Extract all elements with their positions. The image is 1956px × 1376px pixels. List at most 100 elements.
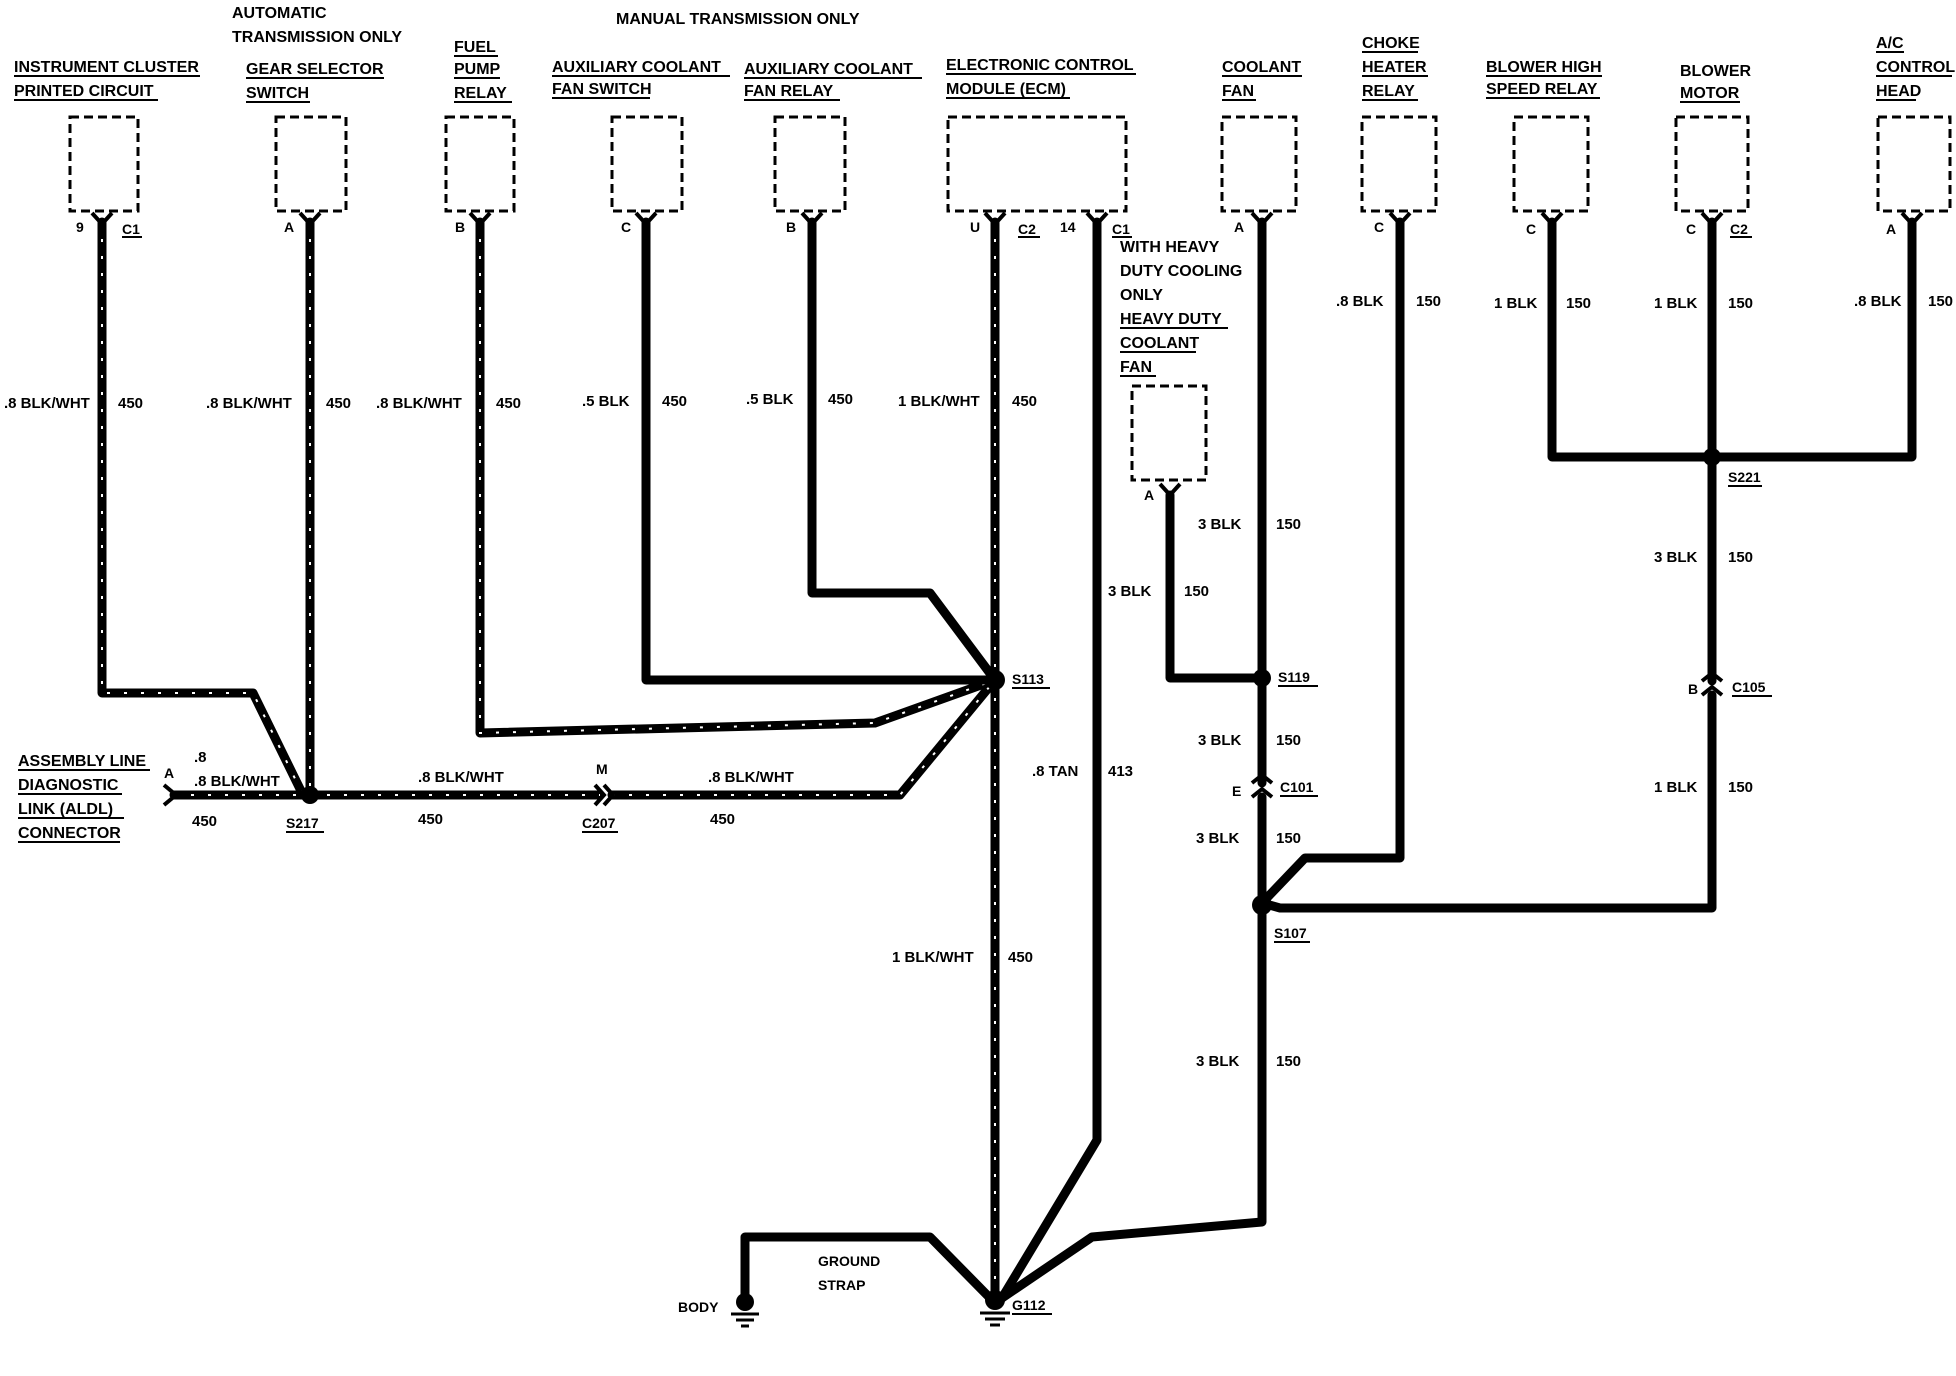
pin-aux-fan-relay: B xyxy=(786,219,796,235)
connector-label-c207: C207 xyxy=(582,815,616,831)
title-coolant-fan-1: COOLANT xyxy=(1222,59,1301,76)
title-aldl-3: LINK (ALDL) xyxy=(18,801,113,818)
wire-ground-strap xyxy=(740,1232,995,1305)
wire-size-s113-g112: 1 BLK/WHT xyxy=(892,949,974,966)
note-automatic-2: TRANSMISSION ONLY xyxy=(232,29,402,46)
terminal-fuel-pump-relay xyxy=(468,211,492,227)
title-choke-relay-3: RELAY xyxy=(1362,83,1415,100)
wire-size-s107-g112: 3 BLK xyxy=(1196,1053,1240,1070)
pin-choke-relay: C xyxy=(1374,219,1384,235)
pin-gear-selector: A xyxy=(284,219,294,235)
ground-g112-icon xyxy=(980,1290,1010,1327)
component-titles: INSTRUMENT CLUSTER PRINTED CIRCUIT GEAR … xyxy=(14,35,1955,843)
ground-label-g112: G112 xyxy=(1012,1297,1046,1313)
wire-aux-fan-switch xyxy=(641,217,1000,685)
title-hd-coolant-fan-2: COOLANT xyxy=(1120,335,1199,352)
title-fuel-pump-relay-3: RELAY xyxy=(454,85,507,102)
title-ecm-2: MODULE (ECM) xyxy=(946,81,1066,98)
terminal-coolant-fan xyxy=(1250,211,1274,227)
wire-instrument-cluster xyxy=(97,217,308,800)
terminals xyxy=(90,211,1924,807)
title-hd-coolant-fan-3: FAN xyxy=(1120,359,1152,376)
box-blower-high-speed-relay xyxy=(1512,115,1590,213)
splice-dot-s107 xyxy=(1252,895,1272,915)
wire-circuit-s113-g112: 450 xyxy=(1008,949,1033,966)
pin-blower-relay: C xyxy=(1526,221,1536,237)
ground-labels: G112 BODY GROUND STRAP xyxy=(678,1253,1052,1315)
connector-ecm-c1: C1 xyxy=(1112,221,1130,237)
wire-circuit-aux-fan-relay: 450 xyxy=(828,391,853,408)
wire-size-blower-motor: 1 BLK xyxy=(1654,295,1698,312)
connector-label-c105: C105 xyxy=(1732,679,1766,695)
wire-aux-fan-relay xyxy=(807,217,1000,685)
title-ac-head-3: HEAD xyxy=(1876,83,1921,100)
ground-label-strap-1: GROUND xyxy=(818,1253,880,1269)
connector-label-c101-pin: E xyxy=(1232,783,1241,799)
notes: AUTOMATIC TRANSMISSION ONLY MANUAL TRANS… xyxy=(232,5,1242,304)
terminal-instrument-cluster xyxy=(90,211,114,227)
splice-dot-s113 xyxy=(985,670,1005,690)
wire-circuit-blower-relay: 150 xyxy=(1566,295,1591,312)
splice-label-s221: S221 xyxy=(1728,469,1761,485)
terminal-ecm-c1 xyxy=(1085,211,1109,227)
wire-circuit-hd-coolant-fan: 150 xyxy=(1184,583,1209,600)
wire-circuit-aux-fan-switch: 450 xyxy=(662,393,687,410)
splice-dots xyxy=(301,448,1721,915)
pin-ecm-c2: U xyxy=(970,219,980,235)
wire-labels: .8 BLK/WHT 450 .8 BLK/WHT 450 .8 BLK/WHT… xyxy=(4,293,1953,1070)
wire-circuit-instrument-cluster: 450 xyxy=(118,395,143,412)
connector-blower-motor: C2 xyxy=(1730,221,1748,237)
pin-fuel-pump-relay: B xyxy=(455,219,465,235)
title-choke-relay-1: CHOKE xyxy=(1362,35,1420,52)
terminal-aux-fan-relay xyxy=(800,211,824,227)
wires xyxy=(97,217,1917,1305)
title-ac-head-1: A/C xyxy=(1876,35,1904,52)
ground-body-icon xyxy=(731,1293,759,1328)
terminal-aux-fan-switch xyxy=(634,211,658,227)
wire-hd-coolant-fan xyxy=(1165,490,1267,683)
ground-label-body: BODY xyxy=(678,1299,719,1315)
connector-c207-symbol xyxy=(593,783,616,807)
wire-size-s221-c105: 3 BLK xyxy=(1654,549,1698,566)
wire-ecm-c1-to-g112 xyxy=(997,217,1102,1303)
wire-circuit-c207-s113: 450 xyxy=(710,811,735,828)
wire-circuit-c105-s107: 150 xyxy=(1728,779,1753,796)
box-aux-fan-switch xyxy=(610,115,684,213)
box-ecm xyxy=(946,115,1128,213)
splice-label-s217: S217 xyxy=(286,815,319,831)
title-hd-coolant-fan-1: HEAVY DUTY xyxy=(1120,311,1222,328)
splice-label-s119: S119 xyxy=(1278,669,1310,685)
connector-label-c101: C101 xyxy=(1280,779,1314,795)
wire-size-ecm-c1: .8 TAN xyxy=(1032,763,1078,780)
wire-coolant-fan-chain xyxy=(997,217,1267,1303)
terminal-hd-coolant-fan xyxy=(1158,482,1182,498)
title-gear-selector-1: GEAR SELECTOR xyxy=(246,61,384,78)
pin-hd-coolant-fan: A xyxy=(1144,487,1154,503)
wire-size-choke-relay: .8 BLK xyxy=(1336,293,1384,310)
wire-size-aldl-s217: .8 BLK/WHT xyxy=(194,773,280,790)
pin-ecm-c1: 14 xyxy=(1060,219,1076,235)
wire-fuel-pump-relay xyxy=(475,217,1000,738)
title-blower-relay-1: BLOWER HIGH xyxy=(1486,59,1602,76)
title-aux-fan-switch-2: FAN SWITCH xyxy=(552,81,652,98)
pin-blower-motor: C xyxy=(1686,221,1696,237)
wire-size-hd-coolant-fan: 3 BLK xyxy=(1108,583,1152,600)
wire-blower-chain xyxy=(1257,217,1717,913)
note-heavy-duty-1: WITH HEAVY xyxy=(1120,239,1220,256)
wire-circuit-s221-c105: 150 xyxy=(1728,549,1753,566)
title-fuel-pump-relay-1: FUEL xyxy=(454,39,496,56)
connector-label-c105-pin: B xyxy=(1688,681,1698,697)
title-instrument-cluster-2: PRINTED CIRCUIT xyxy=(14,83,154,100)
title-aux-fan-switch-1: AUXILIARY COOLANT xyxy=(552,59,721,76)
splice-dot-s217 xyxy=(301,786,319,804)
wire-size-gear-selector: .8 BLK/WHT xyxy=(206,395,292,412)
wire-circuit-s107-g112: 150 xyxy=(1276,1053,1301,1070)
wire-choke-relay xyxy=(1257,217,1405,908)
wire-s221-bus xyxy=(1547,217,1917,462)
title-aux-fan-relay-2: FAN RELAY xyxy=(744,83,834,100)
pin-aux-fan-switch: C xyxy=(621,219,631,235)
box-ac-control-head xyxy=(1876,115,1952,213)
splice-dot-s221 xyxy=(1703,448,1721,466)
pin-aldl: A xyxy=(164,765,174,781)
